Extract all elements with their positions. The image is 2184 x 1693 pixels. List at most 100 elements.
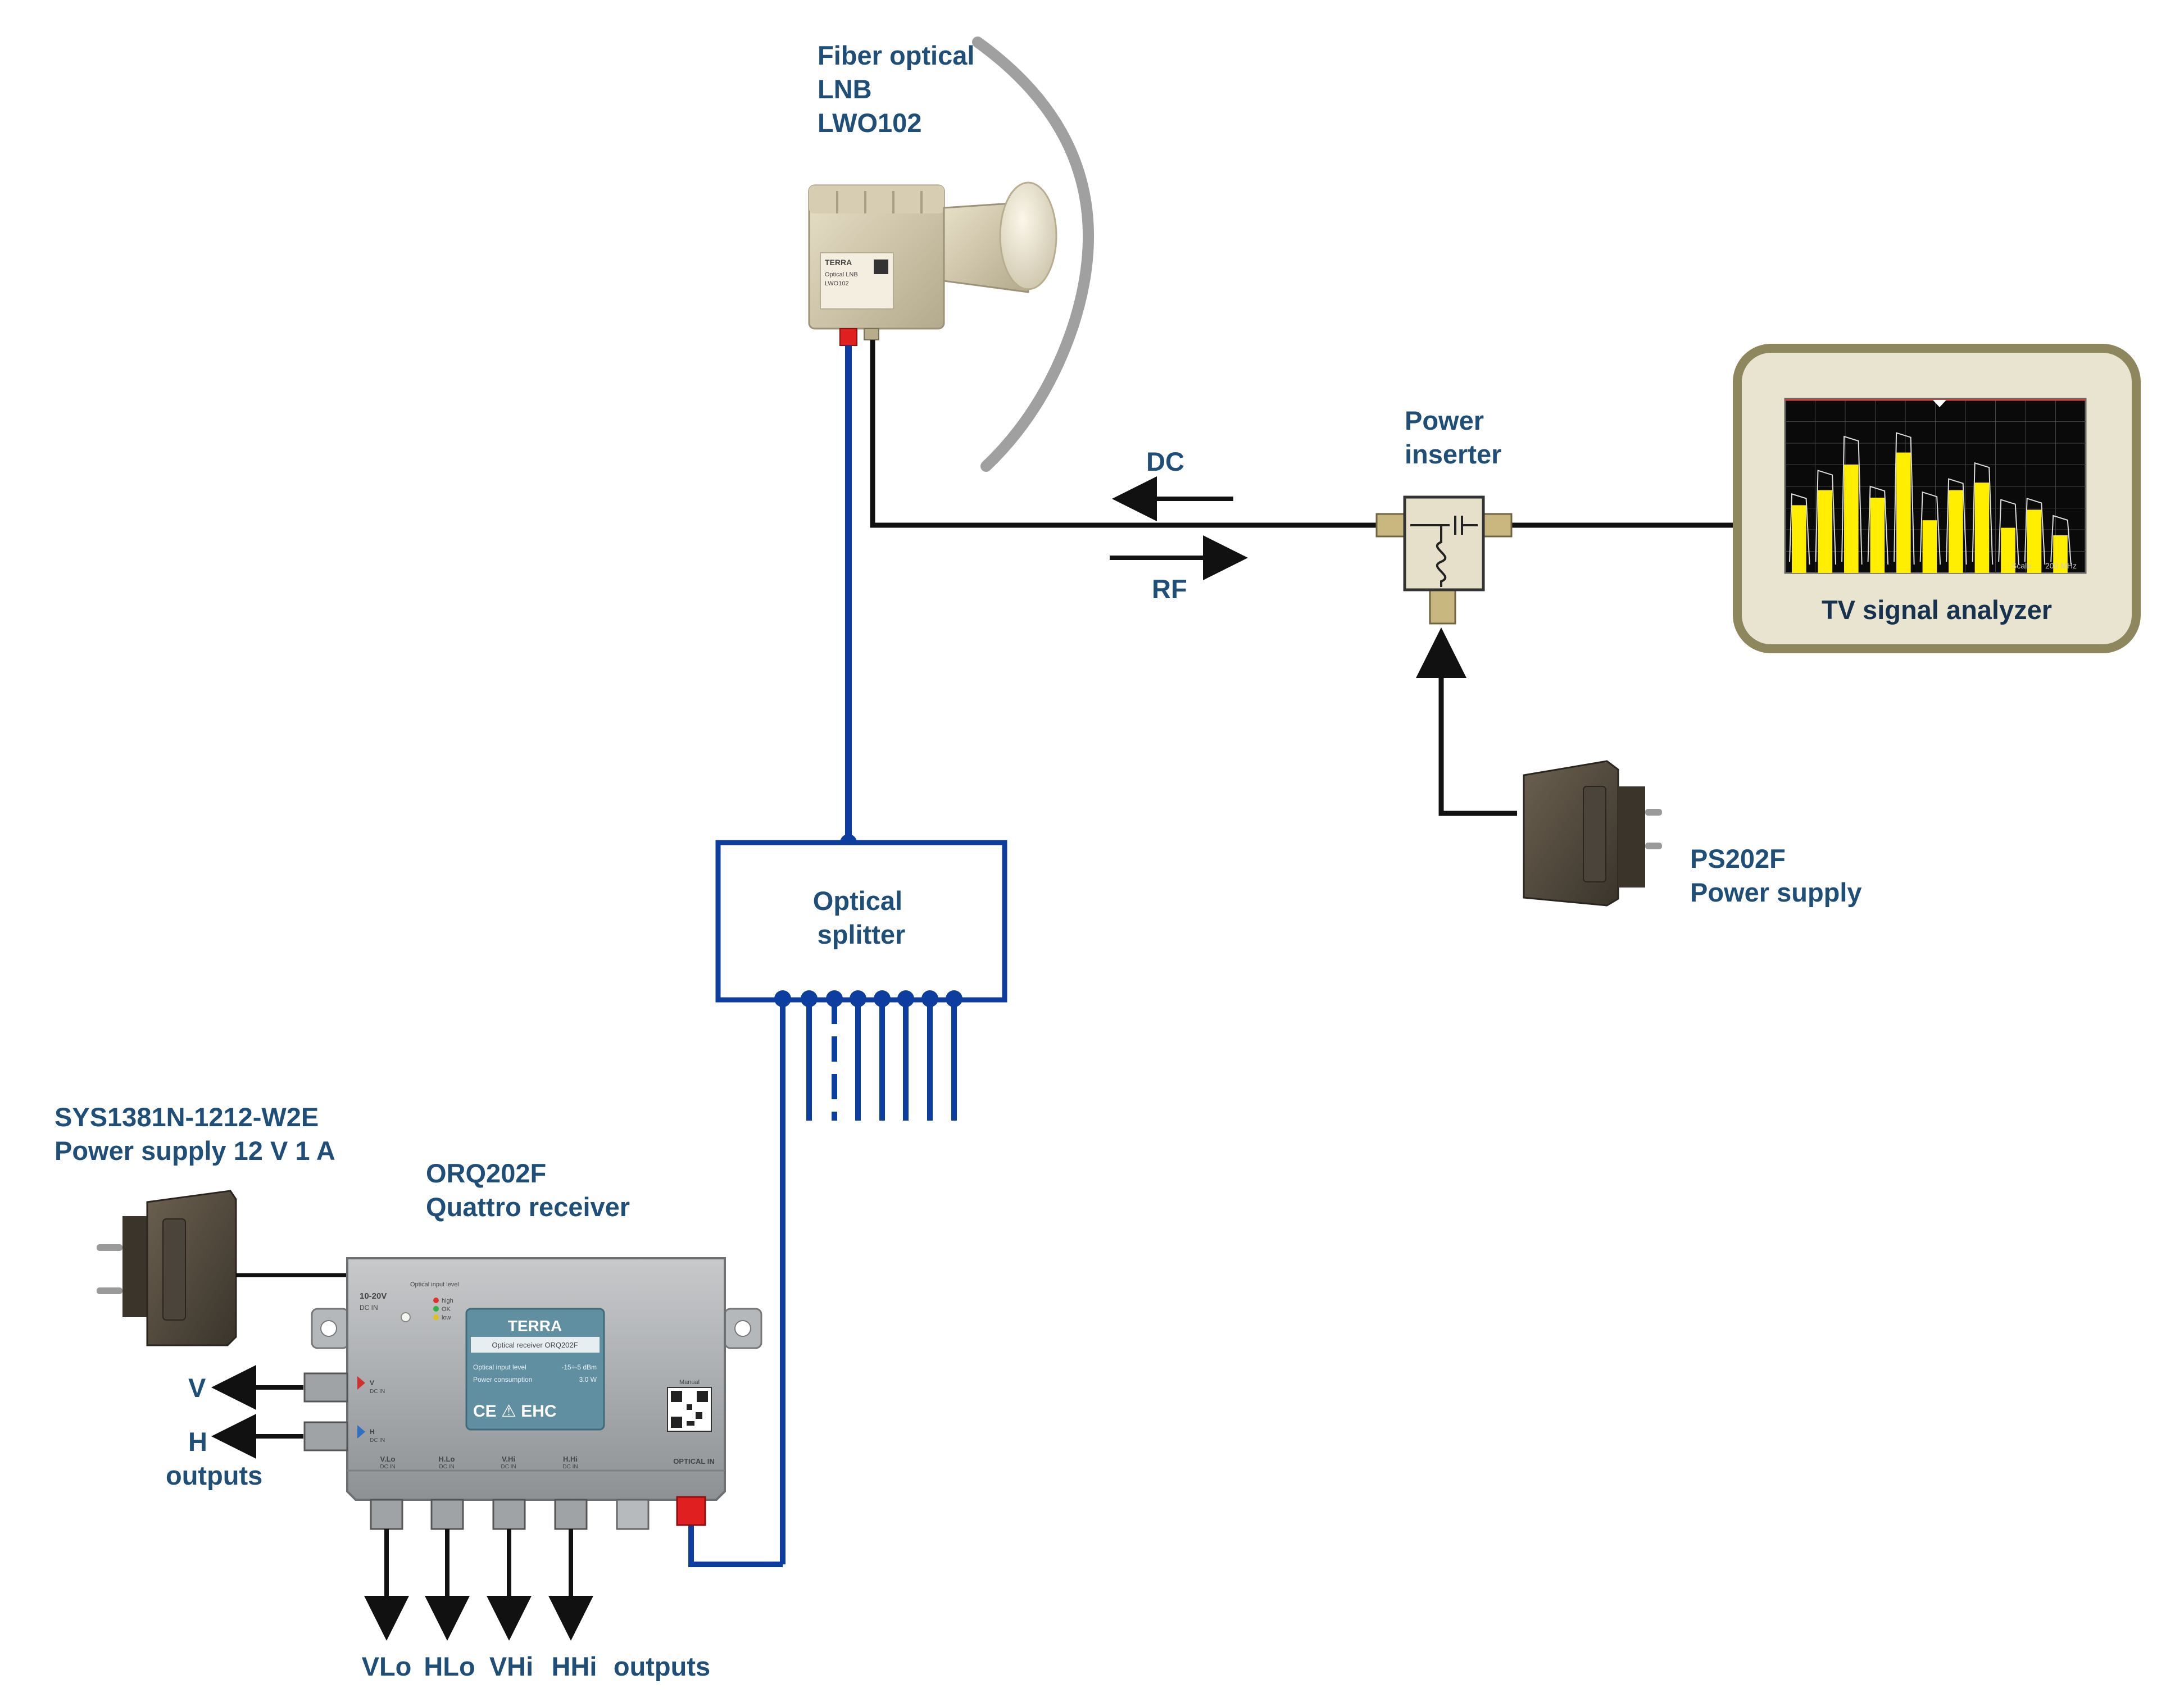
level-low-dot — [433, 1314, 439, 1320]
splitter-port — [897, 990, 914, 1007]
spec-name-2: Power consumption — [473, 1376, 532, 1383]
lnb-device: TERRA Optical LNB LWO102 — [808, 181, 1057, 346]
coax-psu-to-inserter — [1416, 627, 1517, 816]
lnb-label: Fiber optical LNB LWO102 — [818, 40, 982, 138]
port-h-connector — [303, 1421, 348, 1451]
level-low: low — [442, 1314, 451, 1321]
output-vlo-label: VLo — [362, 1651, 412, 1681]
receiver-label-line1: ORQ202F — [426, 1158, 546, 1188]
receiver-subtitle: Optical receiver ORQ202F — [492, 1341, 578, 1349]
spectrum-trace — [1894, 432, 1915, 565]
port-vlo-caption: DC IN — [380, 1464, 395, 1470]
splitter-label: Optical splitter — [813, 886, 910, 949]
output-vhi-label: VHi — [489, 1651, 533, 1681]
inductor-symbol — [1436, 525, 1447, 587]
output-v-label: V — [188, 1373, 206, 1403]
analyzer-scale: Scale — [2012, 561, 2031, 570]
sys-psu-label-line2: Power supply 12 V 1 A — [55, 1136, 335, 1166]
port-hhi-caption: DC IN — [562, 1464, 578, 1470]
port-hhi-label: H.Hi — [563, 1455, 578, 1463]
spec-name-1: Optical input level — [473, 1363, 526, 1371]
optical-splitter — [715, 840, 1007, 1003]
power-inserter — [1375, 495, 1513, 625]
receiver-label-line2: Quattro receiver — [426, 1192, 630, 1222]
spectrum-trace — [1919, 491, 1941, 565]
level-high: high — [442, 1298, 453, 1304]
lnb-qr-code — [874, 260, 888, 274]
port-vlo-connector — [370, 1499, 403, 1530]
side-outputs-label: outputs — [166, 1460, 262, 1490]
spectrum-band — [1922, 520, 1937, 573]
port-h-label: H — [370, 1428, 375, 1436]
spectrum-trace — [1998, 499, 2019, 565]
plug-pin — [1645, 809, 1662, 816]
port-hlo-connector — [430, 1499, 464, 1530]
spectrum-trace — [1815, 470, 1837, 565]
spectrum-band — [1896, 452, 1911, 573]
plug-pin — [1645, 843, 1662, 849]
blank-connector — [616, 1499, 650, 1530]
port-vlo-label: V.Lo — [380, 1455, 396, 1463]
power-inserter-label-line1: Power — [1405, 406, 1484, 435]
dish-reflector — [972, 37, 1094, 472]
status-led — [401, 1312, 411, 1322]
spectrum-trace — [1972, 462, 1994, 565]
output-hlo-label: HLo — [424, 1651, 475, 1681]
manual-caption: Manual — [679, 1379, 700, 1386]
supply-dcin: DC IN — [360, 1304, 378, 1312]
dc-label: DC — [1146, 447, 1184, 476]
plug-pin — [97, 1244, 122, 1251]
analyzer-spectrum — [1789, 432, 2072, 573]
level-high-dot — [433, 1298, 439, 1303]
lnb-optical-connector — [839, 328, 857, 346]
ps202f-label: PS202F Power supply — [1690, 844, 1862, 907]
spectrum-band — [2001, 527, 2015, 573]
power-inserter-label-line2: inserter — [1405, 439, 1501, 469]
spectrum-band — [1870, 498, 1885, 573]
spectrum-trace — [1841, 435, 1863, 565]
splitter-port — [774, 990, 791, 1007]
sys-psu-label: SYS1381N-1212-W2E Power supply 12 V 1 A — [55, 1102, 335, 1166]
tv-signal-analyzer: Scale 200 MHz TV signal analyzer — [1733, 344, 2141, 653]
splitter-label-line2: splitter — [818, 920, 906, 949]
spectrum-band — [2053, 535, 2068, 573]
optical-in-connector — [676, 1496, 706, 1526]
fiber-into-receiver — [688, 1525, 783, 1567]
splitter-port — [801, 990, 818, 1007]
ps202f-device — [1523, 760, 1662, 907]
spectrum-trace — [1946, 478, 1967, 565]
port-v-connector — [303, 1372, 348, 1403]
level-ok: OK — [442, 1306, 451, 1313]
spectrum-band — [1818, 490, 1833, 573]
port-v-label: V — [370, 1379, 374, 1387]
lnb-rf-connector — [864, 328, 879, 340]
spectrum-trace — [2024, 498, 2046, 565]
receiver-brand: TERRA — [508, 1317, 562, 1335]
supply-voltage: 10-20V — [360, 1291, 387, 1301]
port-vhi-caption: DC IN — [501, 1464, 516, 1470]
capacitor-symbol — [1410, 516, 1478, 535]
level-title: Optical input level — [410, 1281, 459, 1288]
receiver-label: ORQ202F Quattro receiver — [426, 1158, 630, 1222]
splitter-label-line1: Optical — [813, 886, 902, 916]
receiver-qr-code — [667, 1387, 712, 1432]
port-hhi-connector — [554, 1499, 588, 1530]
analyzer-span: 200 MHz — [2045, 561, 2077, 570]
rf-label: RF — [1152, 574, 1187, 604]
plug-pin — [97, 1287, 122, 1294]
spectrum-trace — [1789, 493, 1810, 565]
sys-psu-device — [97, 1190, 237, 1346]
spectrum-band — [1792, 505, 1806, 573]
splitter-port — [946, 990, 962, 1007]
power-inserter-label: Power inserter — [1405, 406, 1501, 469]
spectrum-band — [1974, 483, 1990, 573]
splitter-port — [921, 990, 938, 1007]
spectrum-band — [1949, 490, 1963, 573]
spectrum-trace — [1867, 485, 1889, 565]
port-h-caption: DC IN — [370, 1437, 385, 1444]
analyzer-label: TV signal analyzer — [1822, 595, 2052, 625]
orq202f-device: 10-20V DC IN Optical input level high OK… — [303, 1257, 762, 1530]
lnb-feedhorn — [999, 181, 1057, 290]
port-optical-label: OPTICAL IN — [673, 1457, 714, 1466]
